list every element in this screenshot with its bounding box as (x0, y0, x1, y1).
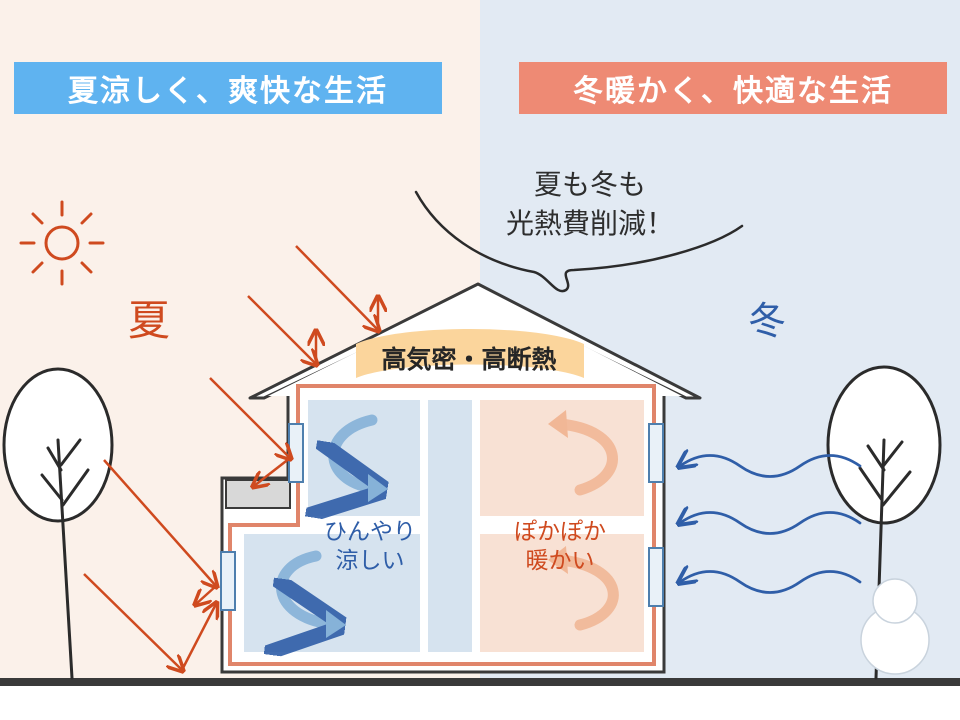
window-right-lower (648, 547, 664, 607)
roof-label-background (356, 329, 584, 378)
season-label-winter: 冬 (748, 299, 787, 343)
cool-room-label-line1: ひんやり (324, 519, 416, 545)
snowman-icon (860, 578, 930, 675)
tree-icon (2, 367, 114, 680)
window-left-lower (220, 551, 236, 611)
speech-bubble-line2: 光熱費削減！ (505, 207, 674, 240)
ground-below (0, 686, 960, 720)
season-label-summer: 夏 (128, 296, 171, 345)
sun-ray-arrow-icon (83, 245, 378, 670)
cool-room-label-line2: 涼しい (335, 548, 405, 574)
window-right-upper (648, 423, 664, 483)
speech-bubble-outline (414, 190, 744, 293)
house-roof (248, 282, 702, 400)
sun-ray-arrow-icon (180, 298, 378, 671)
cold-wind-arrow-icon (680, 456, 862, 594)
airflow-arrow-icon (554, 418, 619, 631)
speech-bubble-line1: 夏も冬も (533, 168, 646, 201)
window-left-upper (288, 423, 304, 483)
stairwell (428, 400, 472, 652)
warm-room-label-line2: 暖かい (525, 548, 595, 574)
airflow-arrow-icon (548, 410, 568, 574)
airflow-arrow-icon (281, 414, 372, 624)
warm-room-label-line1: ぽかぽか (514, 519, 606, 545)
roof-label: 高気密・高断熱 (381, 345, 557, 374)
winter-banner: 冬暖かく、快適な生活 (519, 62, 947, 114)
airflow-arrow-icon (326, 474, 388, 638)
summer-banner: 夏涼しく、爽快な生活 (14, 62, 442, 114)
ground (0, 678, 960, 686)
sun-icon (19, 200, 105, 286)
